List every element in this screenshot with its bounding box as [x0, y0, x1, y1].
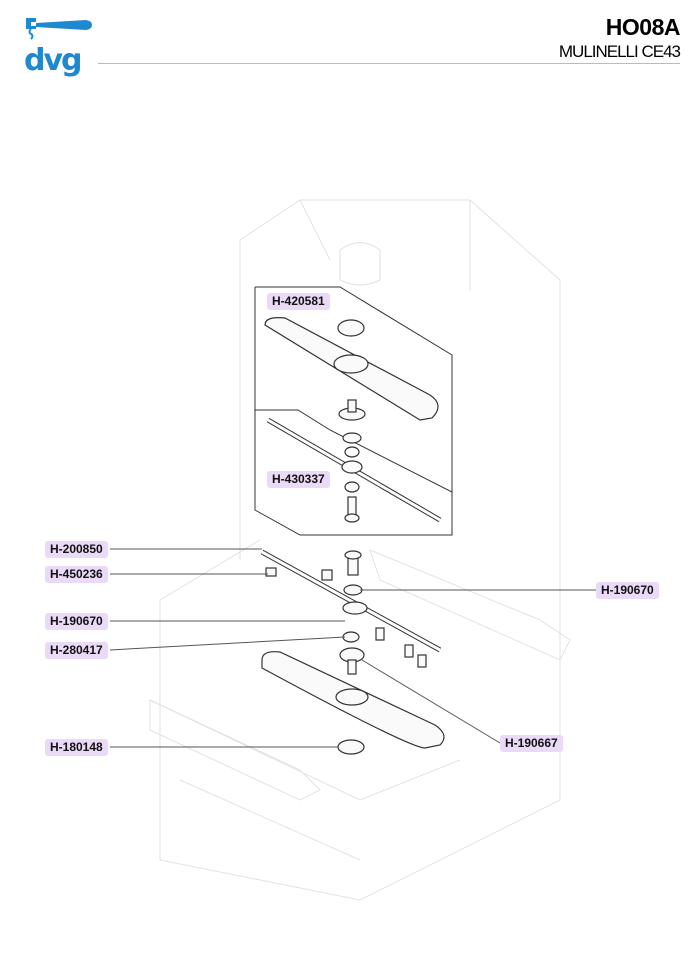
part-label-h-180148[interactable]: H-180148	[45, 739, 108, 756]
header-divider	[98, 63, 680, 64]
upper-spray-arm	[264, 317, 439, 421]
part-label-h-430337[interactable]: H-430337	[267, 471, 330, 488]
part-label-h-200850[interactable]: H-200850	[45, 541, 108, 558]
part-label-h-190670-right[interactable]: H-190670	[596, 582, 659, 599]
upper-tube-arm	[266, 417, 442, 523]
svg-text:dvg: dvg	[24, 43, 81, 78]
lower-tube-arm	[260, 549, 442, 668]
part-label-h-450236[interactable]: H-450236	[45, 566, 108, 583]
page-code: HO08A	[605, 14, 681, 40]
part-label-h-190667[interactable]: H-190667	[500, 735, 563, 752]
part-label-h-420581[interactable]: H-420581	[267, 293, 330, 310]
leader-lines	[109, 548, 596, 748]
lower-spray-arm	[261, 647, 445, 755]
dishwasher-outline	[149, 199, 571, 901]
part-label-h-280417[interactable]: H-280417	[45, 642, 108, 659]
part-label-h-190670-left[interactable]: H-190670	[45, 613, 108, 630]
dvg-logo: dvg	[24, 18, 92, 78]
upper-group-box	[254, 286, 453, 536]
page-subtitle: MULINELLI CE43	[558, 42, 681, 61]
